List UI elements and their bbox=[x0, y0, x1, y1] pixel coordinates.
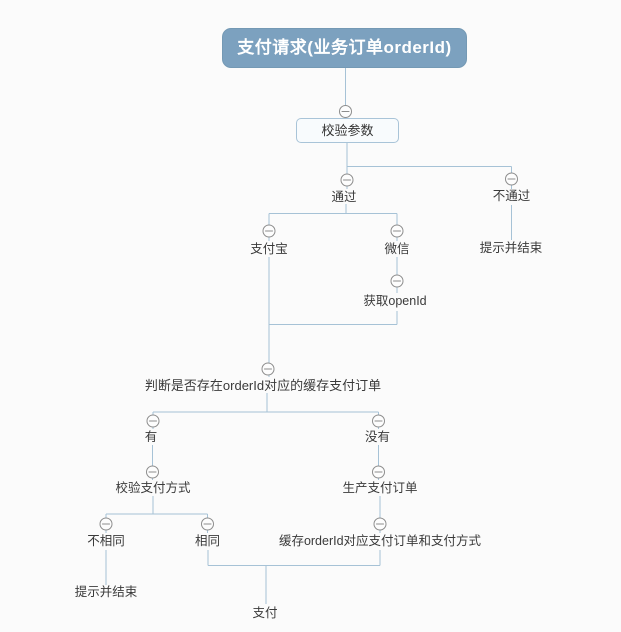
node-has[interactable]: 有 bbox=[144, 430, 158, 444]
collapse-icon[interactable] bbox=[146, 414, 160, 428]
node-wechat[interactable]: 微信 bbox=[384, 241, 410, 256]
collapse-icon[interactable] bbox=[339, 105, 352, 118]
node-verify-pay-method[interactable]: 校验支付方式 bbox=[115, 481, 191, 495]
collapse-icon[interactable] bbox=[372, 414, 385, 428]
collapse-icon[interactable] bbox=[201, 517, 214, 531]
collapse-icon[interactable] bbox=[505, 172, 518, 186]
node-not-same-end[interactable]: 提示并结束 bbox=[74, 585, 138, 599]
tree-edges bbox=[105, 68, 512, 604]
collapse-icon[interactable] bbox=[372, 465, 385, 479]
node-fail-end[interactable]: 提示并结束 bbox=[479, 241, 543, 255]
node-cache-pay-order[interactable]: 缓存orderId对应支付订单和支付方式 bbox=[278, 534, 482, 548]
node-fail[interactable]: 不通过 bbox=[492, 189, 531, 203]
node-has-not[interactable]: 没有 bbox=[364, 430, 391, 444]
collapse-icon[interactable] bbox=[261, 362, 275, 376]
collapse-icon[interactable] bbox=[373, 517, 387, 531]
node-check-cached-order[interactable]: 判断是否存在orderId对应的缓存支付订单 bbox=[144, 378, 382, 393]
node-pass[interactable]: 通过 bbox=[331, 189, 357, 204]
node-payment-request-root[interactable]: 支付请求(业务订单orderId) bbox=[222, 28, 467, 68]
node-get-openid[interactable]: 获取openId bbox=[363, 294, 427, 308]
collapse-icon[interactable] bbox=[146, 465, 159, 479]
collapse-icon[interactable] bbox=[99, 517, 113, 531]
node-not-same[interactable]: 不相同 bbox=[87, 534, 125, 548]
collapse-icon[interactable] bbox=[340, 173, 354, 187]
node-alipay[interactable]: 支付宝 bbox=[250, 241, 288, 256]
node-pay[interactable]: 支付 bbox=[252, 606, 278, 620]
node-same[interactable]: 相同 bbox=[194, 534, 221, 548]
node-validate-params[interactable]: 校验参数 bbox=[296, 118, 399, 143]
collapse-icon[interactable] bbox=[262, 224, 276, 238]
node-create-pay-order[interactable]: 生产支付订单 bbox=[342, 481, 418, 495]
collapse-icon[interactable] bbox=[390, 274, 404, 288]
collapse-icon[interactable] bbox=[390, 224, 404, 238]
